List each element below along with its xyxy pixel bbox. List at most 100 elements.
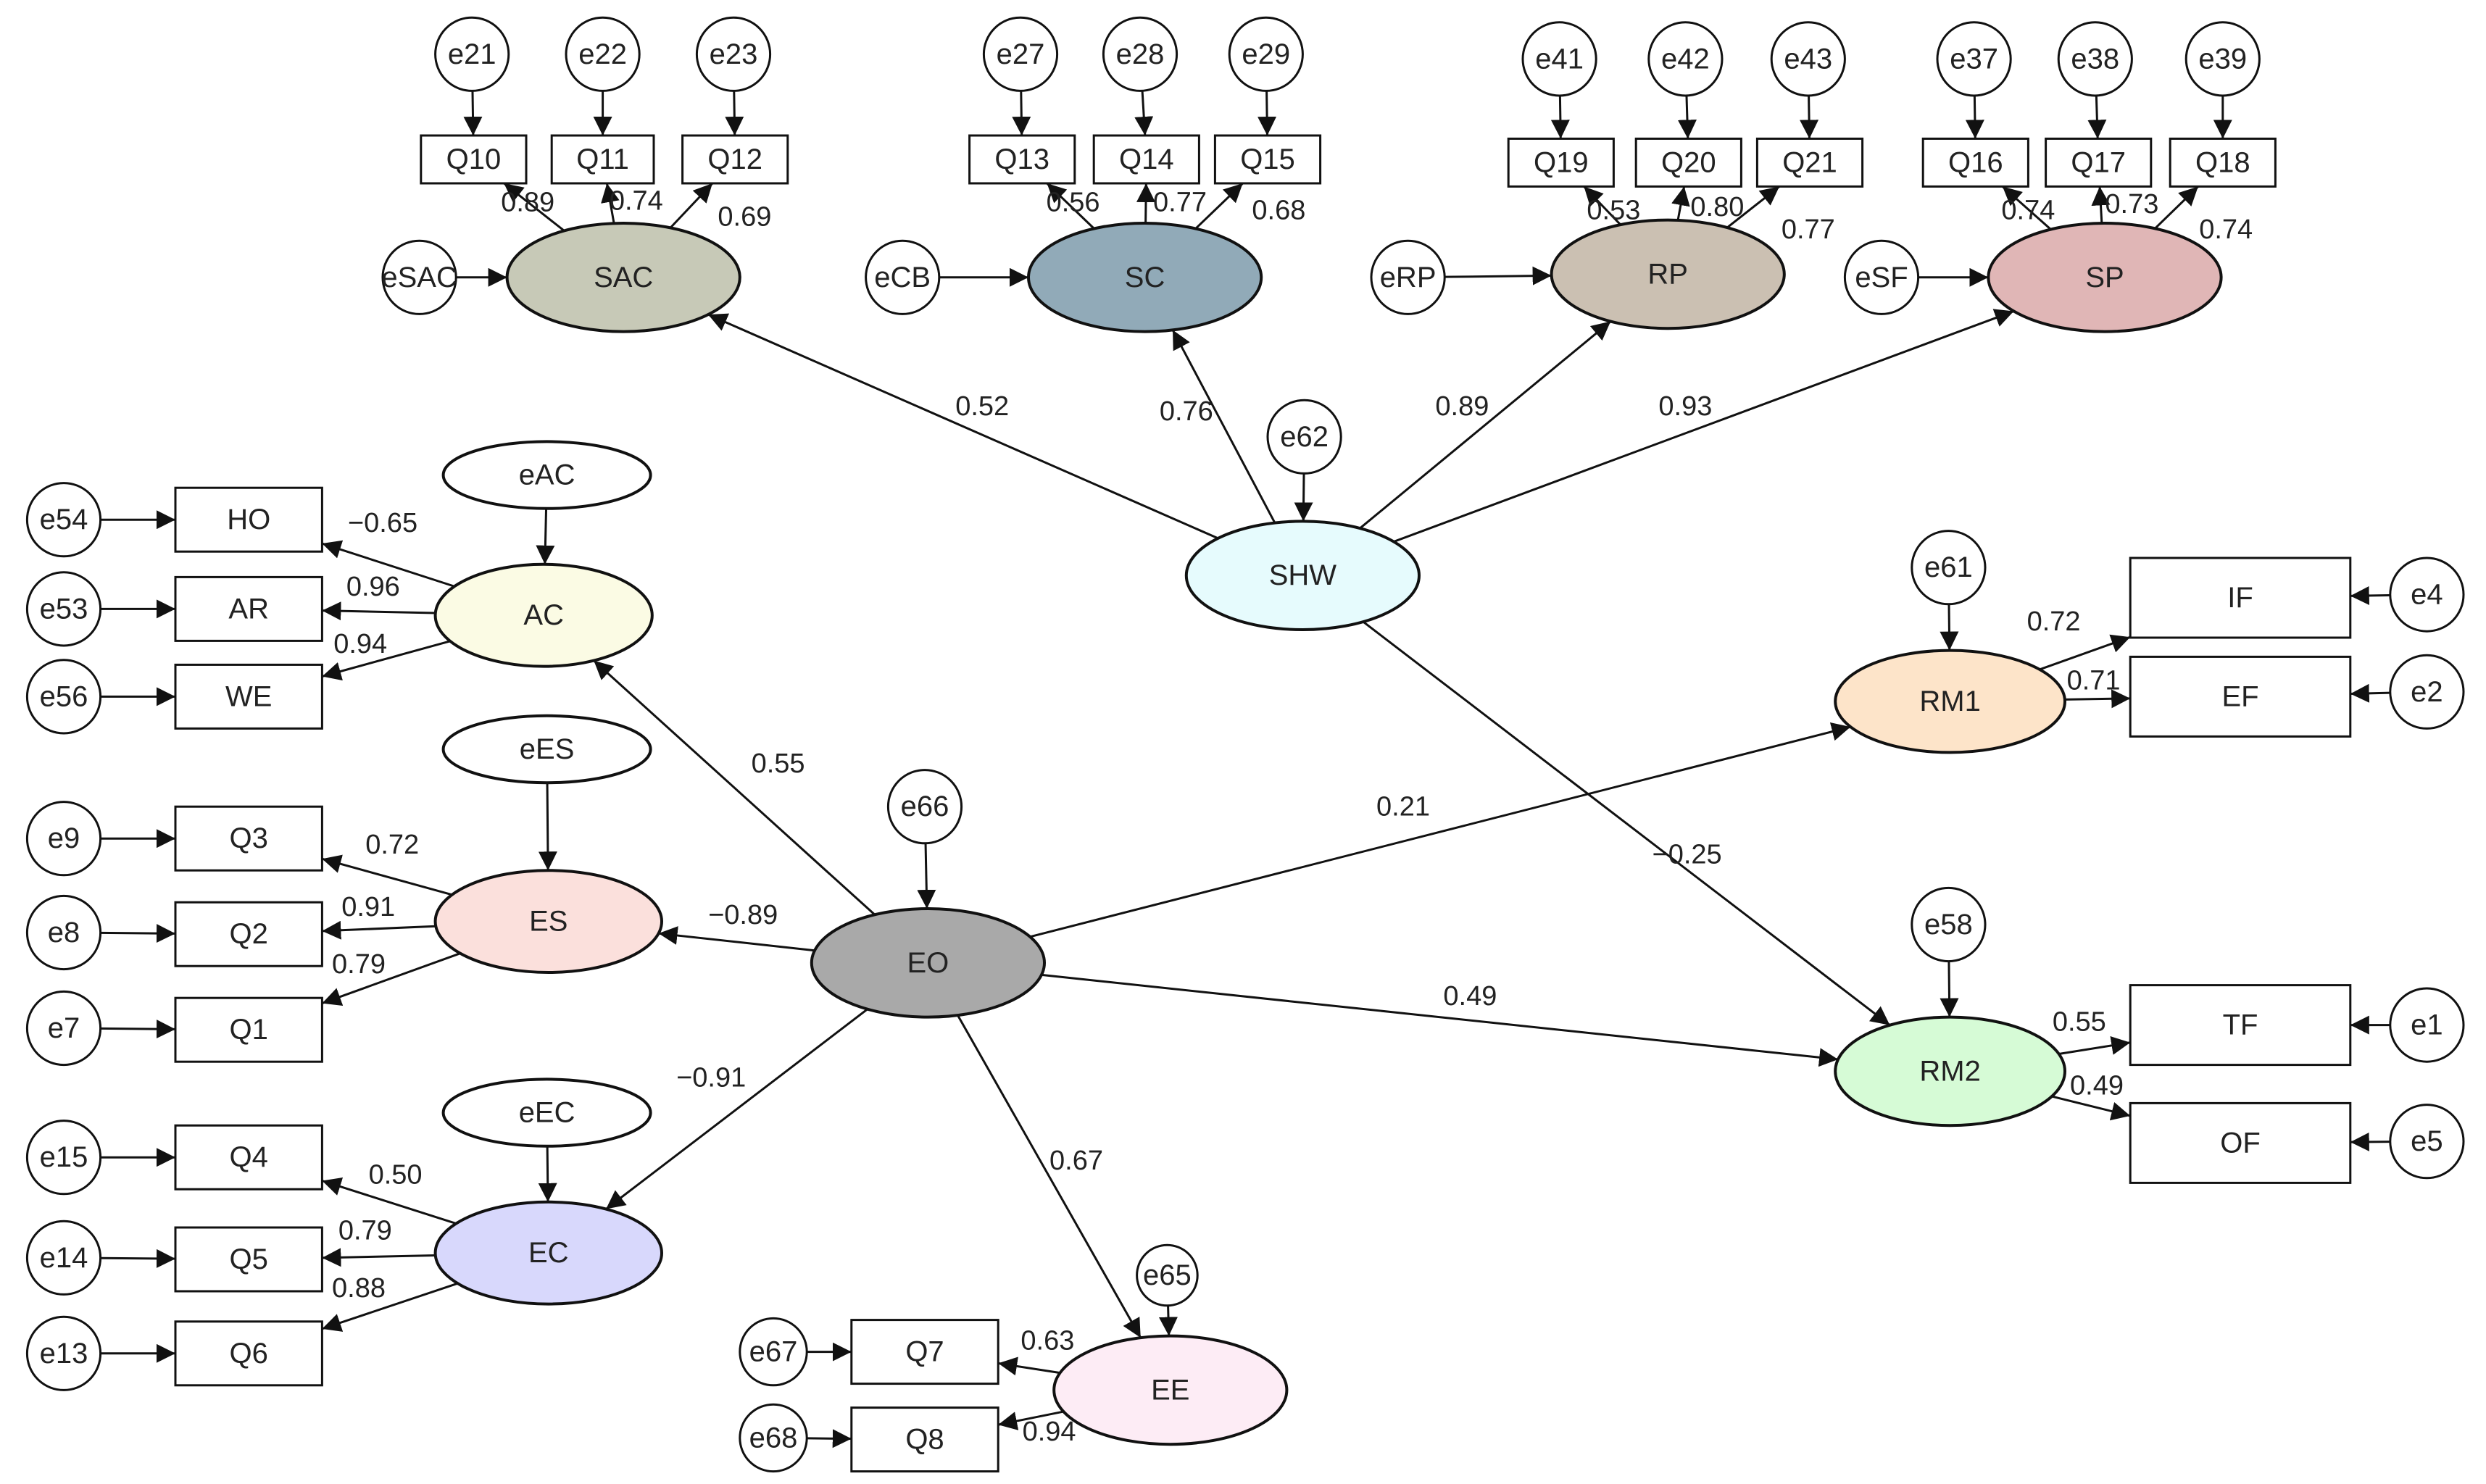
path-coefficient-shw-rm2: −0.25 [1653, 839, 1722, 870]
error-shape-e41 [1521, 21, 1597, 97]
observed-node-q2: Q2 [174, 901, 323, 967]
observed-label-ho: HO [227, 504, 270, 535]
latent-label-rp: RP [1647, 258, 1688, 290]
loading-sac-to-q11 [601, 183, 620, 224]
loading-ec-to-q4 [321, 1177, 457, 1225]
observed-node-q6: Q6 [174, 1320, 323, 1387]
loading-ee-to-q7 [997, 1356, 1060, 1376]
latent-label-shw: SHW [1269, 559, 1337, 591]
observed-label-q8: Q8 [905, 1424, 944, 1456]
latent-shape-ee [1052, 1334, 1289, 1446]
loading-sac-to-q10 [503, 182, 565, 232]
loading-rm2-to-of [2051, 1095, 2131, 1121]
error-shape-esf [1843, 239, 1920, 315]
observed-shape-ef [2129, 655, 2352, 738]
error-node-e39: e39 [2184, 21, 2261, 97]
path-eo-to-rm2 [1041, 973, 1839, 1067]
error-shape-e68 [739, 1403, 808, 1473]
observed-label-q20: Q20 [1661, 146, 1716, 178]
latent-node-sp: SP [1987, 222, 2223, 333]
error-shape-e61 [1911, 530, 1987, 606]
loading-value-sp-q18: 0.74 [2199, 214, 2253, 245]
observed-node-q20: Q20 [1634, 137, 1742, 188]
error-label-e9: e9 [48, 822, 80, 854]
loading-value-rp-q20: 0.80 [1690, 192, 1744, 222]
latent-shape-rm2 [1834, 1015, 2067, 1127]
error-label-e15: e15 [40, 1141, 88, 1173]
loading-value-es-q2: 0.91 [341, 892, 395, 922]
latent-shape-es [433, 869, 663, 974]
observed-label-q3: Q3 [230, 822, 268, 854]
loading-value-ec-q6: 0.88 [332, 1273, 386, 1304]
loading-rm2-to-tf [2058, 1036, 2131, 1055]
error-link-e29-to-q15 [1257, 91, 1277, 136]
error-node-e38: e38 [2057, 21, 2133, 97]
loading-es-to-q3 [322, 854, 453, 896]
observed-label-q18: Q18 [2195, 146, 2250, 178]
loading-ac-to-we [322, 640, 451, 681]
loading-value-sac-q10: 0.89 [501, 188, 554, 218]
error-node-e21: e21 [434, 16, 510, 92]
observed-node-q21: Q21 [1755, 137, 1864, 188]
observed-shape-q19 [1507, 137, 1615, 188]
error-shape-e15 [25, 1120, 102, 1196]
error-node-e23: e23 [695, 16, 772, 92]
error-label-e1: e1 [2411, 1009, 2443, 1041]
error-label-esac: eSAC [381, 262, 457, 293]
observed-shape-we [174, 663, 323, 730]
path-coefficient-shw-rp: 0.89 [1435, 391, 1489, 422]
path-coefficient-eo-es: −0.89 [708, 900, 778, 930]
latent-node-eac: eAC [441, 440, 652, 510]
observed-shape-q15 [1213, 134, 1322, 185]
path-coefficient-shw-sc: 0.76 [1160, 396, 1213, 427]
error-label-e54: e54 [40, 504, 88, 535]
latent-node-es: ES [433, 869, 663, 974]
loading-rm1-to-if [2039, 634, 2131, 671]
latent-label-ee: EE [1151, 1374, 1189, 1406]
observed-node-we: WE [174, 663, 323, 730]
observed-label-q2: Q2 [230, 918, 268, 950]
loading-value-es-q1: 0.79 [332, 949, 386, 980]
error-node-e29: e29 [1228, 16, 1304, 92]
observed-node-ef: EF [2129, 655, 2352, 738]
error-link-e62-to-shw [1294, 473, 1313, 522]
error-shape-e27 [982, 16, 1059, 92]
error-shape-esac [381, 239, 457, 315]
error-link-eec-to-ec [538, 1146, 557, 1202]
loading-value-ec-q5: 0.79 [338, 1216, 392, 1246]
loading-rp-to-q20 [1671, 186, 1690, 221]
observed-label-q1: Q1 [230, 1014, 268, 1046]
loading-rp-to-q21 [1726, 186, 1780, 229]
observed-node-tf: TF [2129, 984, 2352, 1067]
error-label-e14: e14 [40, 1242, 88, 1274]
error-node-e61: e61 [1911, 530, 1987, 606]
path-eo-to-es [658, 926, 815, 952]
error-node-e14: e14 [25, 1220, 102, 1296]
error-node-e65: e65 [1136, 1243, 1199, 1307]
error-node-e8: e8 [25, 894, 102, 971]
error-shape-e62 [1266, 399, 1342, 475]
latent-shape-eac [441, 440, 652, 510]
latent-label-rm1: RM1 [1919, 685, 1980, 717]
observed-label-q7: Q7 [905, 1336, 944, 1368]
error-label-esf: eSF [1855, 262, 1908, 293]
latent-shape-ec [433, 1200, 663, 1306]
error-node-e68: e68 [739, 1403, 808, 1473]
error-shape-e37 [1936, 21, 2012, 97]
loading-value-ac-ar: 0.96 [346, 572, 400, 602]
error-link-eac-to-ac [536, 508, 555, 564]
error-node-e62: e62 [1266, 399, 1342, 475]
error-shape-e5 [2389, 1104, 2465, 1180]
error-shape-e14 [25, 1220, 102, 1296]
error-shape-e13 [25, 1315, 102, 1391]
observed-shape-q12 [681, 134, 789, 185]
latent-label-rm2: RM2 [1919, 1055, 1980, 1087]
path-coefficient-eo-ac: 0.55 [752, 749, 805, 779]
latent-label-ees: eES [520, 733, 575, 765]
error-label-e23: e23 [710, 38, 758, 70]
loading-es-to-q1 [321, 952, 461, 1006]
latent-node-rm1: RM1 [1834, 649, 2067, 754]
observed-label-q16: Q16 [1948, 146, 2003, 178]
